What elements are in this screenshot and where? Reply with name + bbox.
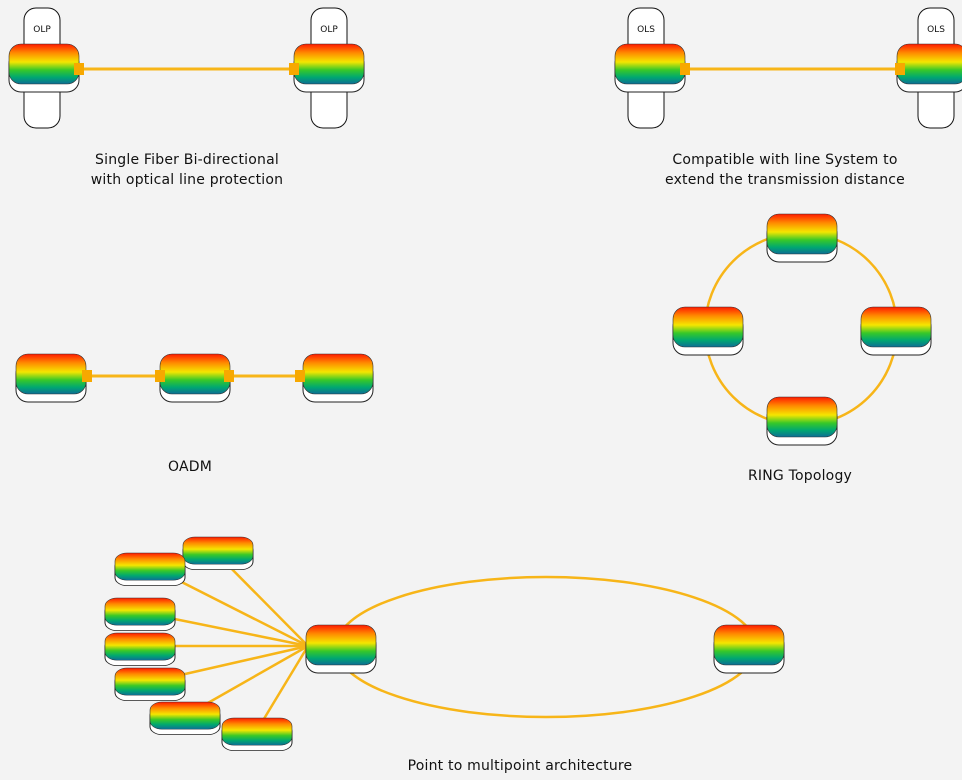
ols-caption-line1: Compatible with line System to <box>672 152 898 168</box>
ols-panel: OLS OLS <box>614 7 962 129</box>
fiber-connector-icon <box>295 370 305 382</box>
oadm-node-1 <box>15 353 87 403</box>
olp-node-right <box>293 43 365 93</box>
p2mp-remote-node <box>713 624 785 674</box>
p2mp-leaf-node-2 <box>114 552 186 587</box>
ols-caption-line2: extend the transmission distance <box>665 172 905 188</box>
p2mp-leaf-node-4 <box>104 632 176 667</box>
ring-node-top <box>766 213 838 263</box>
fiber-connector-icon <box>680 63 690 75</box>
fiber-connector-icon <box>155 370 165 382</box>
olp-tag-right-label: OLP <box>320 25 338 35</box>
p2mp-caption: Point to multipoint architecture <box>407 758 633 774</box>
fiber-connector-icon <box>289 63 299 75</box>
olp-tag-left-label: OLP <box>33 25 51 35</box>
olp-caption-line1: Single Fiber Bi-directional <box>95 152 279 168</box>
p2mp-leaf-node-1 <box>182 536 254 571</box>
ols-tag-left-label: OLS <box>637 25 655 35</box>
oadm-caption: OADM <box>167 459 212 475</box>
olp-panel: OLP OLP <box>8 7 365 129</box>
p2mp-leaf-node-5 <box>114 667 186 702</box>
ols-node-right <box>896 43 962 93</box>
ring-panel <box>672 213 932 446</box>
ring-node-bottom <box>766 396 838 446</box>
ols-node-left <box>614 43 686 93</box>
ring-node-left <box>672 306 744 356</box>
olp-caption: Single Fiber Bi-directional with optical… <box>64 150 310 190</box>
fiber-connector-icon <box>82 370 92 382</box>
fiber-connector-icon <box>74 63 84 75</box>
olp-node-left <box>8 43 80 93</box>
p2mp-hub-node <box>305 624 377 674</box>
olp-caption-line2: with optical line protection <box>90 172 284 188</box>
p2mp-leaf-node-3 <box>104 597 176 632</box>
fiber-connector-icon <box>224 370 234 382</box>
oadm-panel <box>15 353 374 403</box>
ols-tag-right-label: OLS <box>927 25 945 35</box>
ring-caption: RING Topology <box>747 468 853 484</box>
ring-node-right <box>860 306 932 356</box>
oadm-node-2 <box>159 353 231 403</box>
oadm-node-3 <box>302 353 374 403</box>
fiber-connector-icon <box>895 63 905 75</box>
p2mp-ring-fiber <box>334 575 758 719</box>
p2mp-panel <box>104 536 785 752</box>
ols-caption: Compatible with line System to extend th… <box>630 150 940 190</box>
p2mp-leaf-node-6 <box>149 701 221 736</box>
p2mp-leaf-node-7 <box>221 717 293 752</box>
